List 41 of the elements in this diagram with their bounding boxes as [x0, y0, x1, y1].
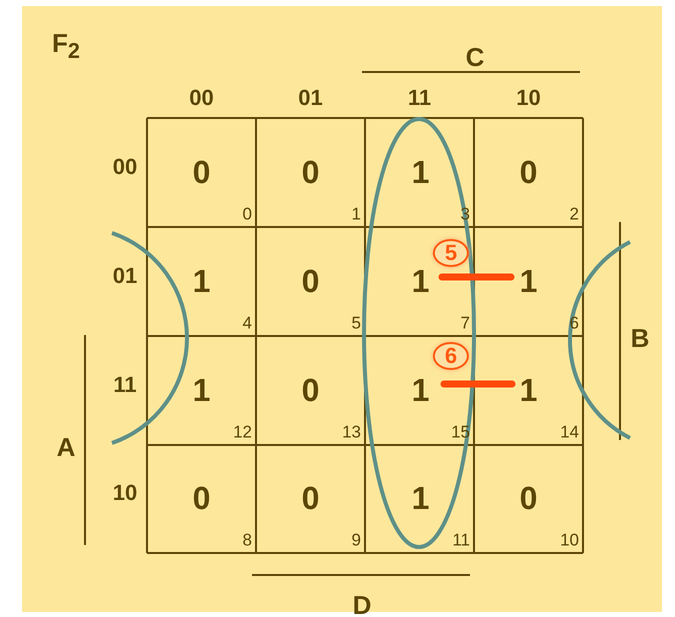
cell-value: 1: [192, 374, 210, 406]
header-label: 01: [298, 87, 323, 109]
cell-index: 12: [233, 424, 252, 440]
cell-value: 0: [192, 482, 210, 514]
cell-value: 0: [302, 482, 320, 514]
header-label: 11: [113, 374, 137, 396]
cell-value: 0: [520, 156, 538, 188]
cell-index: 4: [242, 314, 252, 332]
variable-label: A: [56, 434, 76, 460]
cell-index: 8: [242, 532, 252, 548]
header-label: 10: [112, 482, 138, 504]
cell-index: 9: [352, 532, 361, 548]
cell-value: 0: [302, 374, 320, 406]
variable-label: B: [630, 325, 650, 351]
cell-index: 10: [560, 532, 579, 548]
cell-value: 1: [412, 264, 430, 296]
cell-index: 2: [570, 206, 579, 222]
cell-value: 0: [302, 264, 320, 296]
cell-value: 1: [412, 374, 430, 406]
cell-value: 1: [520, 264, 538, 296]
cell-index: 14: [560, 424, 579, 440]
cell-index: 5: [352, 314, 361, 332]
diagram-title: F$_{2}$: [52, 28, 80, 64]
cell-value: 0: [192, 156, 210, 188]
header-label: 11: [408, 87, 432, 109]
header-label: 00: [112, 156, 138, 178]
header-label: 10: [516, 87, 541, 109]
cell-index: 11: [452, 532, 470, 548]
cell-value: 1: [412, 482, 430, 514]
cell-value: 1: [412, 156, 430, 188]
cell-index: 13: [342, 424, 361, 440]
header-label: 01: [112, 264, 138, 286]
cell-value: 1: [192, 264, 210, 296]
cell-index: 1: [352, 206, 361, 222]
cell-index: 0: [242, 206, 252, 222]
cell-value: 0: [520, 482, 538, 514]
cell-value: 1: [520, 374, 538, 406]
variable-label: C: [466, 44, 484, 70]
cell-index: 7: [460, 314, 470, 332]
header-label: 00: [189, 87, 214, 109]
cell-value: 0: [302, 156, 320, 188]
